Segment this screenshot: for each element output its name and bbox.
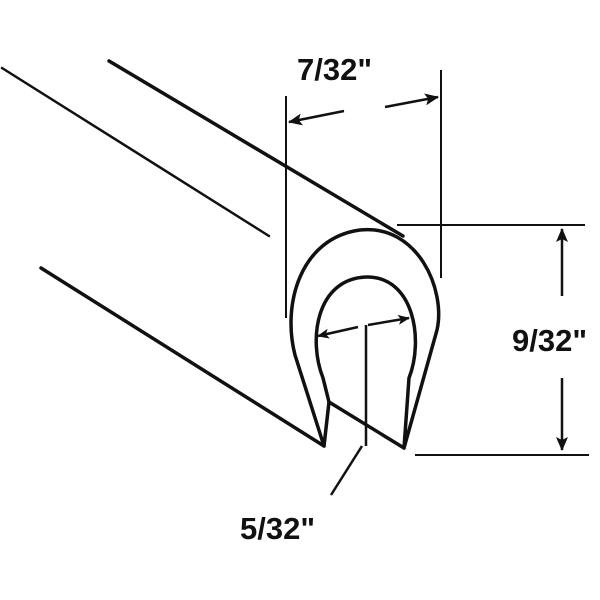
width-dimension bbox=[288, 93, 439, 126]
width-arrow-right bbox=[384, 93, 439, 109]
trim-outer-profile bbox=[289, 228, 441, 450]
gap-dimension bbox=[317, 314, 410, 496]
width-dimension-label: 7/32" bbox=[297, 52, 372, 87]
panel-edge-line bbox=[0, 66, 271, 238]
gap-arrow-left bbox=[317, 325, 359, 339]
gap-arrow-right bbox=[367, 314, 410, 327]
extension-lines bbox=[285, 70, 589, 456]
height-dimension-label: 9/32" bbox=[512, 323, 587, 358]
trim-channel bbox=[0, 59, 406, 450]
gap-dimension-label: 5/32" bbox=[240, 511, 315, 546]
trim-bottom-left-edge bbox=[39, 266, 326, 448]
gap-leader-diagonal bbox=[329, 445, 364, 496]
trim-top-edge bbox=[107, 59, 405, 238]
width-arrow-left bbox=[288, 109, 345, 126]
trim-profile bbox=[289, 228, 441, 450]
